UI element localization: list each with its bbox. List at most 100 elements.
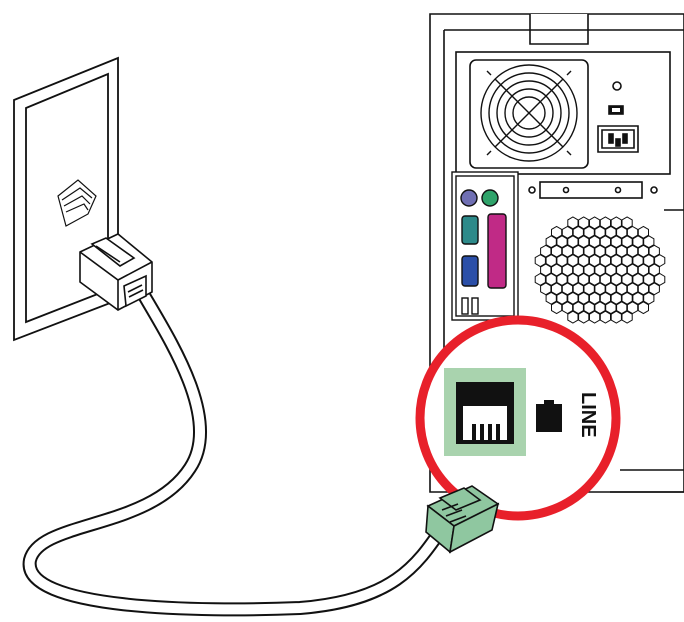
vent-hole bbox=[599, 254, 611, 268]
vent-hole bbox=[572, 263, 584, 277]
vent-hole bbox=[578, 235, 590, 249]
ps2-keyboard-port bbox=[481, 189, 499, 207]
vent-hole bbox=[578, 291, 590, 305]
vent-hole bbox=[561, 244, 574, 258]
vent-hole bbox=[616, 263, 628, 277]
vent-hole bbox=[632, 291, 644, 305]
vent-hole bbox=[545, 272, 557, 286]
vent-hole bbox=[621, 291, 633, 305]
vent-hole bbox=[578, 272, 590, 286]
vent-hole bbox=[589, 272, 601, 286]
vent-hole bbox=[605, 244, 617, 258]
ventilation-grille bbox=[534, 216, 666, 324]
vent-hole bbox=[578, 254, 590, 268]
vent-hole bbox=[551, 263, 563, 277]
vent-hole bbox=[534, 272, 546, 286]
vent-hole bbox=[545, 235, 557, 249]
vent-hole bbox=[626, 263, 639, 277]
vent-hole bbox=[589, 291, 601, 305]
vent-hole bbox=[594, 225, 606, 239]
vent-hole bbox=[648, 282, 660, 296]
wall-phone-jack-icon bbox=[57, 179, 97, 227]
vent-hole bbox=[594, 301, 606, 315]
vent-hole bbox=[610, 235, 622, 249]
vent-hole bbox=[561, 225, 574, 239]
vent-hole bbox=[589, 216, 601, 230]
vent-hole bbox=[621, 310, 633, 324]
vent-hole bbox=[637, 244, 649, 258]
vent-hole bbox=[621, 272, 633, 286]
vent-hole bbox=[551, 301, 563, 315]
vent-hole bbox=[654, 272, 666, 286]
vent-hole bbox=[616, 244, 628, 258]
vent-hole bbox=[567, 272, 579, 286]
vent-hole bbox=[572, 301, 584, 315]
vent-hole bbox=[605, 282, 617, 296]
vent-hole bbox=[551, 244, 563, 258]
vent-hole bbox=[610, 291, 622, 305]
vent-hole bbox=[626, 282, 639, 296]
vent-hole bbox=[567, 310, 579, 324]
vent-hole bbox=[621, 254, 633, 268]
serial-port bbox=[461, 215, 479, 245]
vent-hole bbox=[583, 282, 595, 296]
vent-hole bbox=[599, 216, 611, 230]
line-port-label: LINE bbox=[577, 392, 599, 438]
vent-hole bbox=[594, 244, 606, 258]
vent-hole bbox=[567, 291, 579, 305]
vent-hole bbox=[632, 272, 644, 286]
vent-hole bbox=[621, 235, 633, 249]
vent-hole bbox=[583, 263, 595, 277]
vent-hole bbox=[561, 301, 574, 315]
vent-hole bbox=[556, 272, 568, 286]
vent-hole bbox=[616, 282, 628, 296]
vent-hole bbox=[594, 282, 606, 296]
vent-hole bbox=[605, 263, 617, 277]
vent-hole bbox=[545, 291, 557, 305]
phone-plug-icon bbox=[425, 485, 500, 554]
vent-hole bbox=[545, 254, 557, 268]
vent-hole bbox=[599, 291, 611, 305]
vent-hole bbox=[540, 282, 552, 296]
vent-hole bbox=[632, 235, 644, 249]
vent-hole bbox=[637, 263, 649, 277]
vent-hole bbox=[654, 254, 666, 268]
vent-hole bbox=[621, 216, 633, 230]
vent-hole bbox=[540, 244, 552, 258]
vent-hole bbox=[648, 244, 660, 258]
vent-hole bbox=[616, 225, 628, 239]
vga-port bbox=[461, 255, 479, 287]
vent-hole bbox=[632, 254, 644, 268]
vent-hole bbox=[643, 272, 655, 286]
tower-base bbox=[610, 469, 684, 493]
phone-cable bbox=[22, 285, 455, 617]
vent-hole bbox=[610, 310, 622, 324]
ps2-mouse-port bbox=[460, 189, 478, 207]
vent-hole bbox=[616, 301, 628, 315]
vent-hole bbox=[556, 235, 568, 249]
vent-hole bbox=[551, 282, 563, 296]
vent-hole bbox=[610, 254, 622, 268]
vent-hole bbox=[605, 301, 617, 315]
modem-jack-icon bbox=[444, 368, 526, 456]
vent-hole bbox=[589, 235, 601, 249]
vent-hole bbox=[556, 291, 568, 305]
vent-hole bbox=[572, 282, 584, 296]
vent-hole bbox=[626, 301, 639, 315]
vent-hole bbox=[637, 282, 649, 296]
vent-hole bbox=[643, 254, 655, 268]
vent-hole bbox=[594, 263, 606, 277]
line-jack-icon bbox=[536, 400, 562, 432]
vent-hole bbox=[583, 301, 595, 315]
vent-hole bbox=[637, 225, 649, 239]
parallel-port bbox=[487, 213, 507, 289]
vent-hole bbox=[556, 254, 568, 268]
power-inlet-icon bbox=[597, 81, 639, 153]
vent-hole bbox=[561, 263, 574, 277]
vent-hole bbox=[589, 310, 601, 324]
vent-hole bbox=[551, 225, 563, 239]
power-supply-fan-icon bbox=[480, 64, 578, 162]
vent-hole bbox=[589, 254, 601, 268]
vent-hole bbox=[610, 272, 622, 286]
